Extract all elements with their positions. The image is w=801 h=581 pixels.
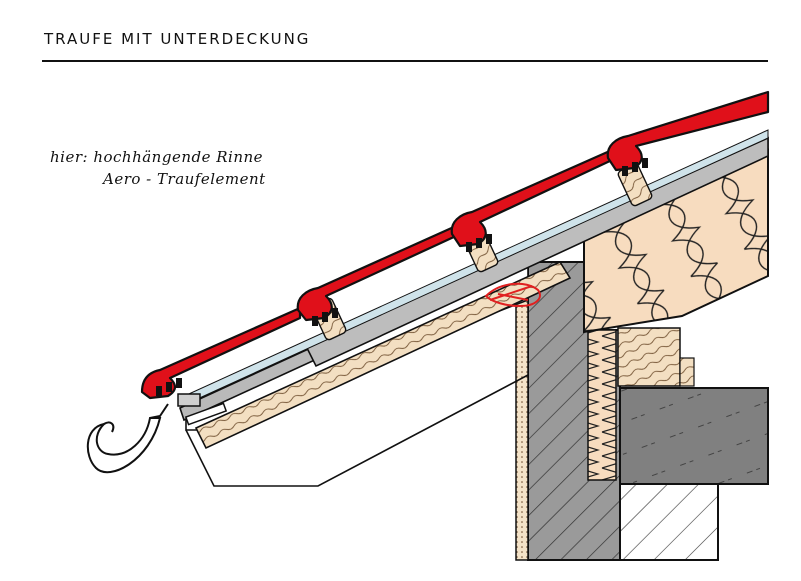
annotation-line-1: hier: hochhängende Rinne bbox=[50, 148, 264, 166]
tile-nibs bbox=[156, 158, 648, 396]
title-underline bbox=[42, 60, 768, 62]
concrete-slab bbox=[619, 387, 769, 485]
roof-tiles bbox=[140, 90, 770, 400]
eave-vent-element bbox=[177, 393, 228, 426]
drawing-title: TRAUFE MIT UNTERDECKUNG bbox=[44, 30, 311, 48]
timber-block bbox=[617, 327, 681, 387]
highlight-mark bbox=[484, 282, 541, 308]
gutter bbox=[86, 417, 162, 474]
plaster-layer bbox=[515, 299, 529, 561]
eave-timber bbox=[194, 260, 572, 450]
wall-insulation-strip bbox=[587, 329, 617, 481]
ceiling-structure bbox=[619, 483, 719, 561]
annotation-line-2: Aero - Traufelement bbox=[103, 170, 266, 188]
